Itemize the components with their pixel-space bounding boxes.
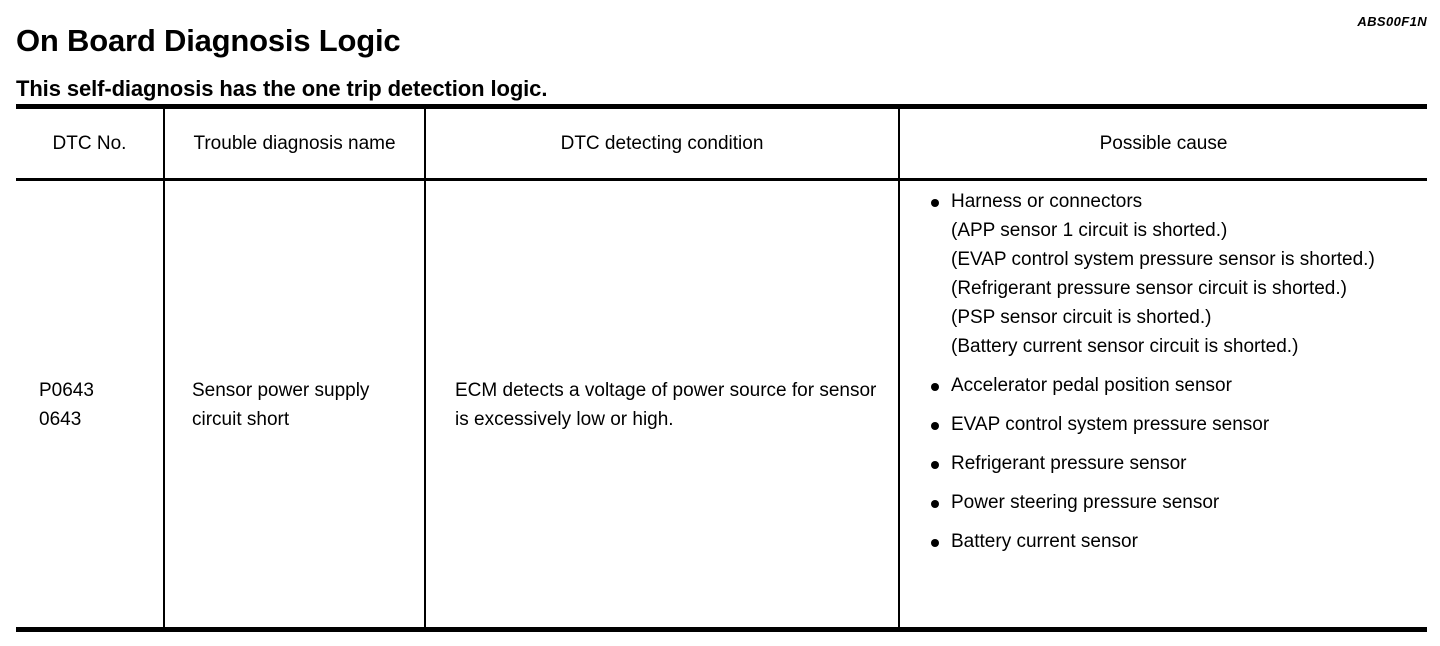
possible-cause-label: Accelerator pedal position sensor <box>951 375 1232 396</box>
column-header-dtc-detecting-condition: DTC detecting condition <box>560 132 764 154</box>
possible-cause-item: Harness or connectors (APP sensor 1 circu… <box>918 187 1421 361</box>
column-header-possible-cause: Possible cause <box>1099 132 1228 154</box>
cell-dtc-no: P0643 0643 <box>16 376 163 434</box>
bullet-icon <box>931 461 939 469</box>
column-divider-3 <box>898 109 900 627</box>
possible-cause-label: Refrigerant pressure sensor <box>951 453 1187 474</box>
possible-cause-list: Harness or connectors (APP sensor 1 circu… <box>918 187 1421 556</box>
table-header-separator <box>16 178 1427 181</box>
possible-cause-subline: (Battery current sensor circuit is short… <box>951 336 1299 357</box>
possible-cause-label: EVAP control system pressure sensor <box>951 414 1270 435</box>
bullet-icon <box>931 539 939 547</box>
column-header-trouble-diagnosis-name: Trouble diagnosis name <box>193 132 396 154</box>
possible-cause-subline: (PSP sensor circuit is shorted.) <box>951 307 1212 328</box>
bullet-icon <box>931 199 939 207</box>
possible-cause-item: Accelerator pedal position sensor <box>918 371 1421 400</box>
document-reference-code: ABS00F1N <box>1357 14 1427 29</box>
bullet-icon <box>931 383 939 391</box>
possible-cause-item: Refrigerant pressure sensor <box>918 449 1421 478</box>
table-top-border <box>16 104 1427 109</box>
cell-dtc-detecting-condition: ECM detects a voltage of power source fo… <box>455 380 877 430</box>
diagnosis-table: DTC No. Trouble diagnosis name DTC detec… <box>16 104 1427 632</box>
possible-cause-item: Power steering pressure sensor <box>918 488 1421 517</box>
possible-cause-item: EVAP control system pressure sensor <box>918 410 1421 439</box>
bullet-icon <box>931 422 939 430</box>
bullet-icon <box>931 500 939 508</box>
column-divider-1 <box>163 109 165 627</box>
dtc-no-secondary: 0643 <box>39 409 82 430</box>
possible-cause-label: Harness or connectors <box>951 191 1143 212</box>
dtc-no-primary: P0643 <box>39 380 94 401</box>
possible-cause-label: Battery current sensor <box>951 531 1138 552</box>
possible-cause-subline: (EVAP control system pressure sensor is … <box>951 249 1375 270</box>
possible-cause-label: Power steering pressure sensor <box>951 492 1220 513</box>
cell-trouble-diagnosis-name: Sensor power supply circuit short <box>192 380 370 430</box>
table-bottom-border <box>16 627 1427 632</box>
possible-cause-item: Battery current sensor <box>918 527 1421 556</box>
possible-cause-subline: (Refrigerant pressure sensor circuit is … <box>951 278 1347 299</box>
page-title: On Board Diagnosis Logic <box>16 22 401 58</box>
possible-cause-subline: (APP sensor 1 circuit is shorted.) <box>951 220 1228 241</box>
page-subtitle: This self-diagnosis has the one trip det… <box>16 76 548 102</box>
column-divider-2 <box>424 109 426 627</box>
cell-possible-cause: Harness or connectors (APP sensor 1 circu… <box>900 187 1427 556</box>
column-header-dtc-no: DTC No. <box>52 132 127 154</box>
